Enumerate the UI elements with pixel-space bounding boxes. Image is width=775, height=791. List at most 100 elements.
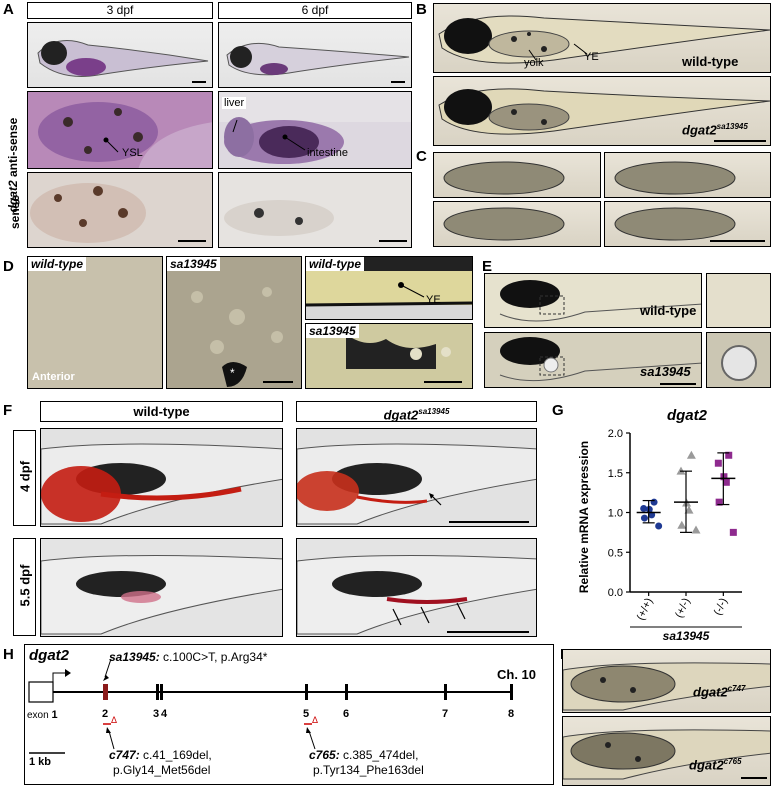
g-y-tick-label: 0.0	[608, 587, 623, 599]
h-gene-diagram: dgat2 Ch. 10 sa13945: c.100C>T, p.Arg34*…	[24, 644, 554, 785]
h-exon-8: 8	[508, 708, 515, 720]
h-exon-4: 4	[161, 708, 168, 720]
b-ye-label: YE	[584, 51, 599, 63]
h-gene-name: dgat2	[29, 647, 70, 664]
g-points	[636, 450, 737, 536]
d-wildtype-yolk: wild-type Anterior	[27, 256, 163, 389]
intestine-label: intestine	[307, 147, 348, 159]
panel-label-d: D	[3, 258, 14, 275]
h-scale-label: 1 kb	[29, 756, 52, 768]
panel-label-g: G	[552, 402, 564, 419]
i-c747-label: dgat2c747	[693, 684, 746, 700]
c-mutant-4	[604, 201, 771, 247]
i-c765-label: dgat2c765	[689, 757, 742, 773]
d-mutant-ye: sa13945	[305, 323, 473, 389]
h-chromosome: Ch. 10	[497, 667, 537, 682]
g-y-ticks: 0.0 0.5 1.0 1.5 2.0	[608, 428, 630, 599]
g-data-point	[677, 520, 687, 529]
g-data-point	[655, 522, 663, 530]
panel-label-h: H	[3, 646, 14, 663]
a-6dpf-antisense-closeup: liver intestine	[218, 91, 412, 169]
b-mutant-label: dgat2sa13945	[682, 122, 748, 138]
c-mutant-1	[433, 152, 601, 198]
h-delta-c747: Δ	[111, 715, 118, 725]
g-x-tick-label: (+/-)	[673, 596, 693, 620]
d-anterior-label: Anterior	[32, 371, 75, 383]
h-exon-7: 7	[442, 708, 449, 720]
b-mutant-larva: dgat2sa13945	[433, 76, 771, 146]
f-wildtype-4dpf	[40, 428, 283, 527]
e-wildtype-inset	[706, 273, 771, 328]
h-exon-label: exon 1	[27, 709, 58, 721]
a-3dpf-sense-closeup	[27, 172, 213, 248]
h-allele-c765: c765: c.385_474del,p.Tyr134_Phe163del	[309, 748, 424, 777]
b-wildtype-label: wild-type	[682, 54, 739, 69]
f-row-label-4dpf-box: 4 dpf	[13, 430, 36, 526]
f-wildtype-5dpf	[40, 538, 283, 637]
g-chart: dgat2 Relative mRNA expression 0.0 0.5 1.0…	[577, 407, 742, 642]
f-col-header-mutant: dgat2sa13945	[296, 401, 537, 422]
h-exon-5: 5	[303, 708, 310, 720]
a-3dpf-antisense-closeup: YSL	[27, 91, 213, 169]
g-data-point	[686, 450, 696, 459]
c-mutant-2	[604, 152, 771, 198]
g-y-axis-label: Relative mRNA expression	[577, 441, 591, 593]
g-data-point	[650, 498, 658, 506]
a-3dpf-whole-embryo	[27, 22, 213, 88]
panel-label-e: E	[482, 258, 493, 275]
g-data-point	[725, 451, 733, 459]
g-y-tick-label: 0.5	[608, 547, 623, 559]
col-header-6dpf: 6 dpf	[218, 2, 412, 19]
panel-label-a: A	[3, 1, 14, 18]
g-data-point	[715, 498, 723, 506]
g-data-point	[640, 514, 648, 522]
panel-label-b: B	[416, 1, 427, 18]
f-mutant-5dpf	[296, 538, 537, 637]
e-mutant-head: sa13945	[484, 332, 702, 388]
b-yolk-label: yolk	[524, 57, 544, 69]
h-exon-6: 6	[343, 708, 350, 720]
g-y-tick-label: 2.0	[608, 428, 623, 440]
h-delta-c765: Δ	[312, 715, 319, 725]
c-mutant-3	[433, 201, 601, 247]
d-wildtype-ye: wild-type YE	[305, 256, 473, 320]
h-exon-3: 3	[153, 708, 160, 720]
liver-label: liver	[222, 97, 247, 109]
b-wildtype-larva: yolk YE wild-type	[433, 3, 771, 73]
col-header-3dpf: 3 dpf	[27, 2, 213, 19]
g-y-tick-label: 1.5	[608, 468, 623, 480]
panel-label-f: F	[3, 402, 13, 419]
d-ye-label: YE	[426, 294, 441, 306]
g-data-point	[720, 473, 728, 481]
panel-label-c: C	[416, 148, 427, 165]
f-mutant-4dpf	[296, 428, 537, 527]
g-x-tick-label: (+/+)	[635, 596, 656, 622]
g-data-point	[684, 505, 694, 514]
e-mutant-inset	[706, 332, 771, 388]
h-exon-2: 2	[102, 708, 109, 720]
g-x-ticks: (+/+) (+/-) (-/-)	[635, 592, 730, 622]
h-allele-c747: c747: c.41_169del,p.Gly14_Met56del	[109, 748, 212, 777]
g-data-point	[729, 528, 737, 536]
d-asterisk: *	[230, 366, 235, 380]
ysl-label: YSL	[122, 147, 143, 159]
i-c765-larva: dgat2c765	[562, 716, 771, 786]
g-x-tick-label: (-/-)	[712, 596, 730, 617]
f-row-label-5dpf-box: 5.5 dpf	[13, 538, 36, 636]
g-data-point	[714, 459, 722, 467]
g-chart-title: dgat2	[667, 407, 708, 424]
g-y-tick-label: 1.0	[608, 508, 623, 520]
a-6dpf-sense-closeup	[218, 172, 412, 248]
e-wildtype-label: wild-type	[640, 303, 697, 318]
f-col-header-wildtype: wild-type	[40, 401, 283, 422]
h-allele-sa13945: sa13945: c.100C>T, p.Arg34*	[109, 650, 268, 664]
d-mutant-yolk: sa13945 *	[166, 256, 302, 389]
e-wildtype-head: wild-type	[484, 273, 702, 328]
f-row-label-5dpf: 5.5 dpf	[17, 564, 33, 607]
g-data-point	[722, 478, 730, 486]
e-mutant-label: sa13945	[640, 364, 691, 379]
row-label-sense: sense	[8, 194, 22, 230]
f-row-label-4dpf: 4 dpf	[17, 460, 33, 493]
a-6dpf-whole-larva	[218, 22, 412, 88]
i-c747-larva: dgat2c747	[562, 649, 771, 713]
